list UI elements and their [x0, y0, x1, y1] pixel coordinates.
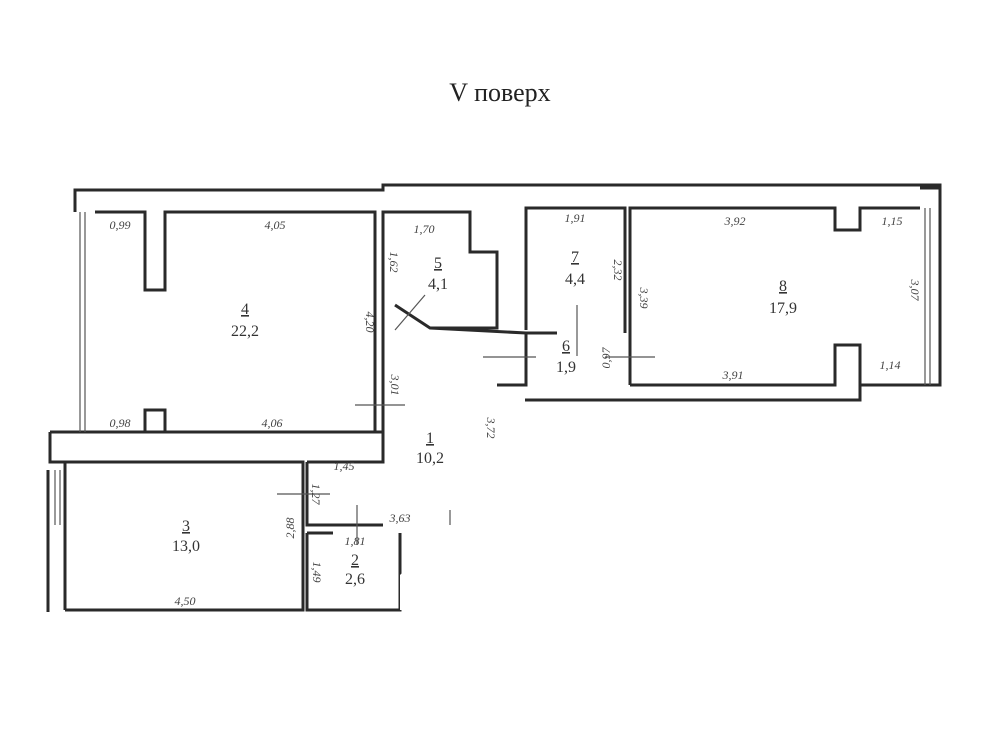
- room-5: 54,1: [428, 255, 448, 293]
- svg-text:3,92: 3,92: [724, 214, 746, 228]
- svg-text:1,70: 1,70: [414, 222, 435, 236]
- svg-text:1,9: 1,9: [556, 359, 576, 376]
- svg-text:1,49: 1,49: [310, 562, 324, 583]
- room-8: 817,9: [769, 278, 797, 317]
- svg-text:6: 6: [562, 338, 570, 355]
- room-4: 422,2: [231, 301, 259, 340]
- svg-text:2,88: 2,88: [283, 518, 297, 539]
- svg-text:4,50: 4,50: [175, 594, 196, 608]
- svg-text:3: 3: [182, 518, 190, 535]
- svg-text:13,0: 13,0: [172, 538, 200, 555]
- svg-text:3,72: 3,72: [484, 417, 498, 439]
- svg-text:17,9: 17,9: [769, 300, 797, 317]
- svg-text:2,6: 2,6: [345, 571, 365, 588]
- room-7: 74,4: [565, 249, 585, 288]
- svg-text:7: 7: [571, 249, 579, 266]
- svg-text:4,06: 4,06: [262, 416, 283, 430]
- svg-text:4,4: 4,4: [565, 271, 585, 288]
- svg-text:4: 4: [241, 301, 249, 318]
- room-2: 22,6: [345, 552, 365, 588]
- svg-text:3,07: 3,07: [908, 279, 922, 302]
- svg-text:3,91: 3,91: [722, 368, 744, 382]
- svg-text:2: 2: [351, 552, 359, 569]
- svg-text:0,98: 0,98: [110, 416, 131, 430]
- svg-text:3,63: 3,63: [389, 511, 411, 525]
- svg-text:4,20: 4,20: [363, 312, 377, 333]
- svg-text:1,27: 1,27: [309, 484, 323, 506]
- svg-text:22,2: 22,2: [231, 323, 259, 340]
- svg-text:1,45: 1,45: [334, 459, 355, 473]
- svg-text:1,81: 1,81: [345, 534, 366, 548]
- svg-text:1: 1: [426, 430, 434, 447]
- svg-text:1,91: 1,91: [565, 211, 586, 225]
- svg-text:3,01: 3,01: [388, 374, 402, 396]
- svg-text:3,39: 3,39: [637, 287, 651, 309]
- svg-text:2,32: 2,32: [611, 260, 625, 281]
- svg-text:1,15: 1,15: [882, 214, 903, 228]
- svg-text:8: 8: [779, 278, 787, 295]
- room-6: 61,9: [556, 338, 576, 376]
- windows: [54, 208, 931, 525]
- svg-text:1,62: 1,62: [387, 252, 401, 273]
- room-1: 110,2: [416, 430, 444, 467]
- svg-text:5: 5: [434, 255, 442, 272]
- dimensions: 0,99 4,05 0,98 4,06 4,20 1,70 1,62 3,01 …: [110, 211, 923, 608]
- svg-text:0,97: 0,97: [599, 347, 613, 369]
- erased-area: [400, 530, 525, 612]
- walls: [46, 183, 942, 612]
- door-marks: [277, 294, 655, 545]
- svg-text:0,99: 0,99: [110, 218, 131, 232]
- svg-text:4,1: 4,1: [428, 276, 448, 293]
- room-3: 313,0: [172, 518, 200, 555]
- floor-title: V поверх: [449, 78, 551, 107]
- svg-text:1,14: 1,14: [880, 358, 901, 372]
- svg-text:4,05: 4,05: [265, 218, 286, 232]
- svg-text:10,2: 10,2: [416, 450, 444, 467]
